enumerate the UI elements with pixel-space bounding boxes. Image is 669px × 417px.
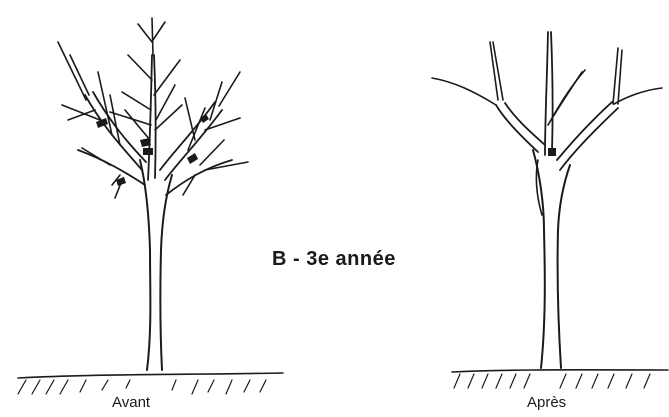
tree-after [432,32,668,388]
diagram-title: B - 3e année [272,248,396,271]
tree-before [18,18,283,394]
before-caption: Avant [112,394,150,411]
after-caption: Après [527,394,566,411]
